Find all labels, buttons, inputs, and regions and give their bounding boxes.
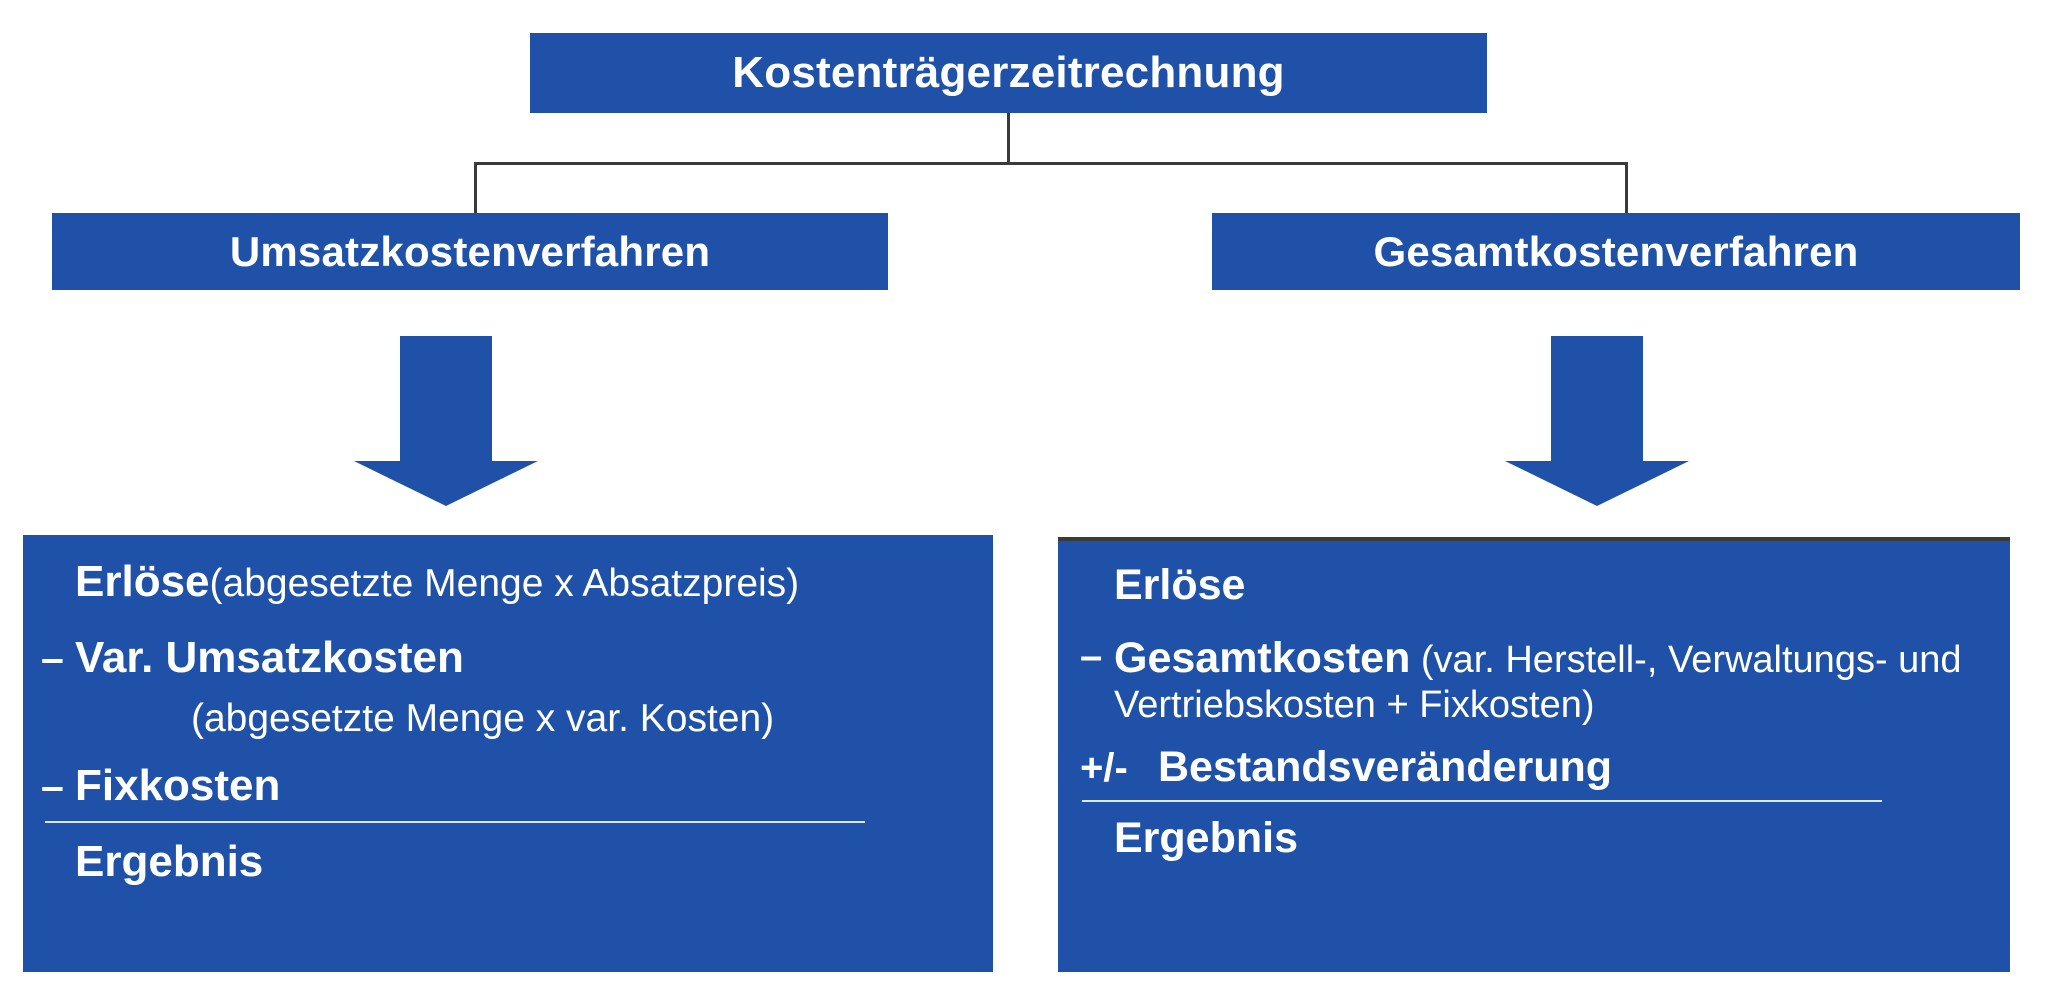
calc-result: Ergebnis	[1114, 813, 1298, 862]
node-root-label: Kostenträgerzeitrechnung	[732, 48, 1285, 97]
calc-term: Gesamtkosten	[1114, 634, 1411, 682]
calc-operator: –	[1080, 634, 1103, 678]
connector-root-stem	[1007, 113, 1010, 165]
calc-row-ergebnis: Ergebnis	[1080, 814, 1984, 863]
connector-horizontal-bar	[474, 162, 1628, 165]
node-left-label: Umsatzkostenverfahren	[229, 227, 711, 275]
calc-row-var-umsatzkosten-note: (abgesetzte Menge x var. Kosten)	[191, 697, 963, 741]
calc-sum-rule	[1082, 799, 1882, 802]
calc-row-erloese: Erlöse (abgesetzte Menge x Absatzpreis)	[41, 557, 963, 607]
calc-row-erloese: Erlöse	[1080, 561, 1984, 610]
calc-row-bestandsveraenderung: +/- Bestandsveränderung	[1080, 743, 1984, 792]
calc-row-ergebnis: Ergebnis	[41, 837, 963, 887]
calc-term: Bestandsveränderung	[1158, 742, 1613, 791]
node-right-label: Gesamtkostenverfahren	[1373, 227, 1859, 275]
down-arrow-icon-left	[354, 336, 538, 506]
calc-operator: –	[41, 635, 64, 681]
calc-operator: –	[41, 763, 64, 809]
calc-row-var-umsatzkosten: – Var. Umsatzkosten	[41, 633, 963, 683]
node-gesamtkostenverfahren[interactable]: Gesamtkostenverfahren	[1212, 213, 2020, 290]
down-arrow-icon-right	[1505, 336, 1689, 506]
calc-term: Erlöse	[75, 557, 210, 606]
node-kostentraegerzeitrechnung[interactable]: Kostenträgerzeitrechnung	[530, 33, 1487, 113]
calc-sum-rule	[45, 821, 865, 823]
calc-note: (abgesetzte Menge x Absatzpreis)	[209, 562, 800, 605]
panel-umsatzkostenverfahren: Erlöse (abgesetzte Menge x Absatzpreis) …	[23, 535, 993, 972]
connector-drop-left	[474, 162, 477, 214]
panel-gesamtkostenverfahren: Erlöse – Gesamtkosten (var. Herstell-, V…	[1058, 537, 2010, 972]
node-umsatzkostenverfahren[interactable]: Umsatzkostenverfahren	[52, 213, 888, 290]
calc-result: Ergebnis	[75, 837, 264, 886]
calc-term: Var. Umsatzkosten	[75, 633, 464, 682]
calc-operator: +/-	[1080, 745, 1128, 790]
calc-term: Erlöse	[1114, 561, 1246, 609]
calc-row-gesamtkosten: – Gesamtkosten (var. Herstell-, Verwaltu…	[1080, 634, 1984, 727]
calc-row-fixkosten: – Fixkosten	[41, 761, 963, 811]
connector-drop-right	[1625, 162, 1628, 214]
calc-note: (var. Herstell-, Verwaltungs- und Vertri…	[1114, 639, 1962, 727]
calc-note: (abgesetzte Menge x var. Kosten)	[191, 697, 775, 740]
calc-term: Fixkosten	[75, 761, 281, 810]
